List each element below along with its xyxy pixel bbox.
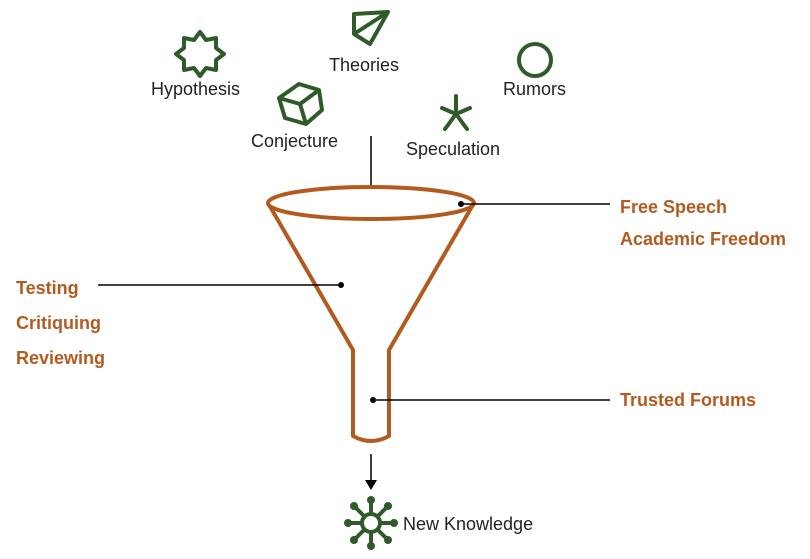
hypothesis-icon — [174, 30, 226, 78]
conjecture-label: Conjecture — [251, 131, 339, 151]
funnel — [266, 185, 476, 443]
rumors-icon — [517, 42, 553, 78]
output-arrow — [365, 454, 377, 490]
hypothesis-label: Hypothesis — [151, 79, 241, 99]
critiquing-label: Critiquing — [16, 313, 101, 333]
speculation-icon — [440, 94, 472, 131]
cone-leader — [98, 282, 344, 288]
funnel-rim — [266, 185, 476, 221]
rumors-label: Rumors — [503, 79, 567, 99]
reviewing-label: Reviewing — [16, 348, 106, 368]
theories-label: Theories — [329, 55, 400, 75]
free-speech-label: Free Speech — [620, 197, 728, 217]
conjecture-icon — [277, 82, 324, 126]
funnel-body — [266, 201, 476, 443]
new-knowledge-icon — [344, 496, 398, 550]
trusted-forums-label: Trusted Forums — [620, 390, 757, 410]
stem-leader — [370, 397, 610, 403]
speculation-label: Speculation — [406, 139, 501, 159]
testing-label: Testing — [16, 278, 79, 298]
rim-leader — [458, 201, 610, 207]
new-knowledge-label: New Knowledge — [403, 514, 534, 534]
academic-freedom-label: Academic Freedom — [620, 229, 787, 249]
theories-icon — [352, 10, 390, 46]
